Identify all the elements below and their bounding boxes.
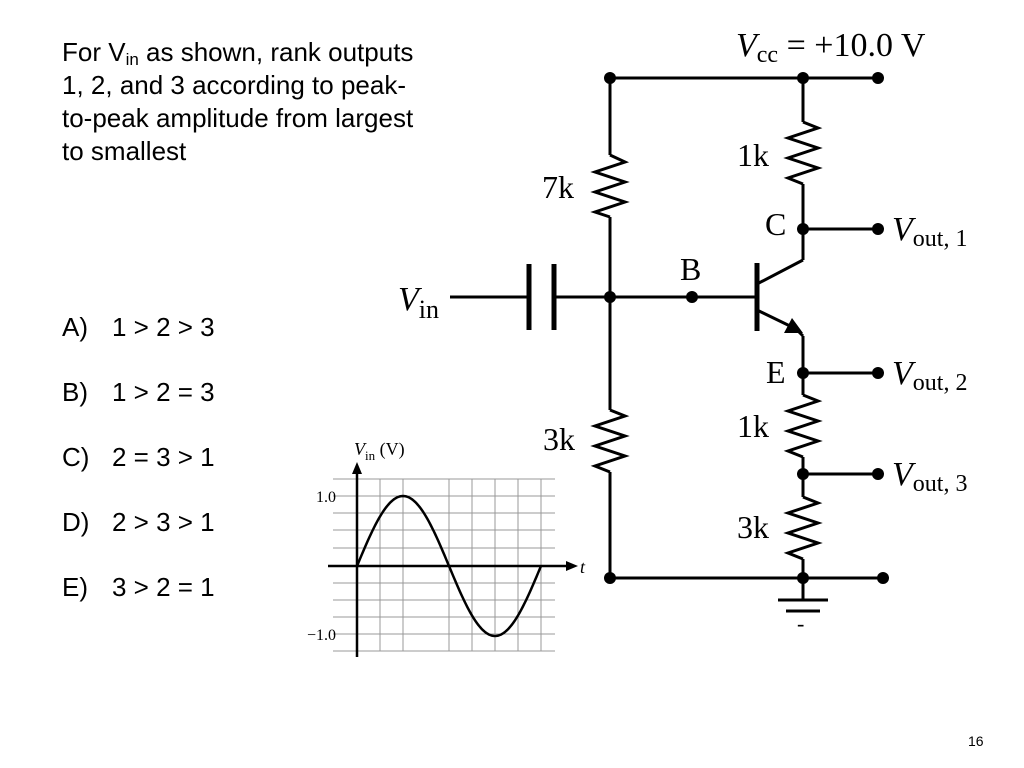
output-2-label: Vout, 2 — [892, 355, 967, 396]
choice-letter: C) — [62, 442, 90, 472]
waveform-ytick-top: 1.0 — [316, 489, 336, 506]
choice-text: 1 > 2 > 3 — [112, 312, 215, 342]
question-text: For Vin as shown, rank outputs 1, 2, and… — [62, 36, 422, 168]
ground-terminal — [877, 572, 889, 584]
transistor-emitter — [756, 308, 791, 328]
question-body: as shown, rank outputs 1, 2, and 3 accor… — [62, 37, 414, 166]
choice-text: 3 > 2 = 1 — [112, 572, 215, 602]
output-1-terminal — [872, 223, 884, 235]
resistor-emitter-1k — [783, 393, 823, 459]
vcc-label: Vcc = +10.0 V — [736, 27, 926, 68]
y-axis-arrow — [352, 462, 362, 474]
transistor-collector — [756, 258, 804, 286]
page-number: 16 — [968, 733, 984, 749]
node-dot — [604, 572, 616, 584]
choice-letter: D) — [62, 507, 90, 537]
resistor-7k — [590, 153, 630, 219]
choice-text: 2 = 3 > 1 — [112, 442, 215, 472]
choice-letter: B) — [62, 377, 88, 407]
choice-text: 2 > 3 > 1 — [112, 507, 215, 537]
output-3-label: Vout, 3 — [892, 456, 967, 497]
waveform-x-label: t — [580, 557, 586, 577]
choice-c[interactable]: C) 2 = 3 > 1 — [62, 442, 215, 507]
question-prefix: For V — [62, 37, 126, 67]
waveform-ytick-bottom: −1.0 — [307, 627, 336, 644]
output-2-terminal — [872, 367, 884, 379]
choice-b[interactable]: B) 1 > 2 = 3 — [62, 377, 215, 442]
choice-e[interactable]: E) 3 > 2 = 1 — [62, 572, 215, 637]
question-prefix-subscript: in — [125, 50, 139, 69]
waveform-graph: Vin (V) t 1.0 −1.0 — [307, 439, 586, 657]
base-label: B — [680, 251, 701, 287]
choice-d[interactable]: D) 2 > 3 > 1 — [62, 507, 215, 572]
vin-sine-curve — [355, 494, 543, 638]
output-1-label: Vout, 1 — [892, 211, 967, 252]
vin-label: Vin — [398, 281, 439, 324]
choice-letter: E) — [62, 572, 88, 602]
resistor-7k-label: 7k — [542, 169, 574, 205]
collector-label: C — [765, 206, 786, 242]
x-axis-arrow — [566, 561, 578, 571]
resistor-emitter-3k — [783, 495, 823, 561]
resistor-emitter-3k-label: 3k — [737, 509, 769, 545]
resistor-3k-left-label: 3k — [543, 421, 575, 457]
base-node — [686, 291, 698, 303]
ground-mark: - — [797, 611, 804, 636]
resistor-emitter-1k-label: 1k — [737, 408, 769, 444]
output-3-terminal — [872, 468, 884, 480]
choice-a[interactable]: A) 1 > 2 > 3 — [62, 312, 215, 377]
resistor-3k-left — [590, 408, 630, 474]
choice-letter: A) — [62, 312, 88, 342]
waveform-y-label: Vin (V) — [354, 439, 405, 463]
vcc-terminal — [872, 72, 884, 84]
choice-text: 1 > 2 = 3 — [112, 377, 215, 407]
resistor-collector-label: 1k — [737, 137, 769, 173]
wire — [793, 326, 805, 338]
resistor-collector-1k — [783, 120, 823, 186]
node-dot — [604, 291, 616, 303]
emitter-label: E — [766, 354, 786, 390]
answer-choices: A) 1 > 2 > 3 B) 1 > 2 = 3 C) 2 = 3 > 1 D) 2 … — [62, 312, 215, 637]
